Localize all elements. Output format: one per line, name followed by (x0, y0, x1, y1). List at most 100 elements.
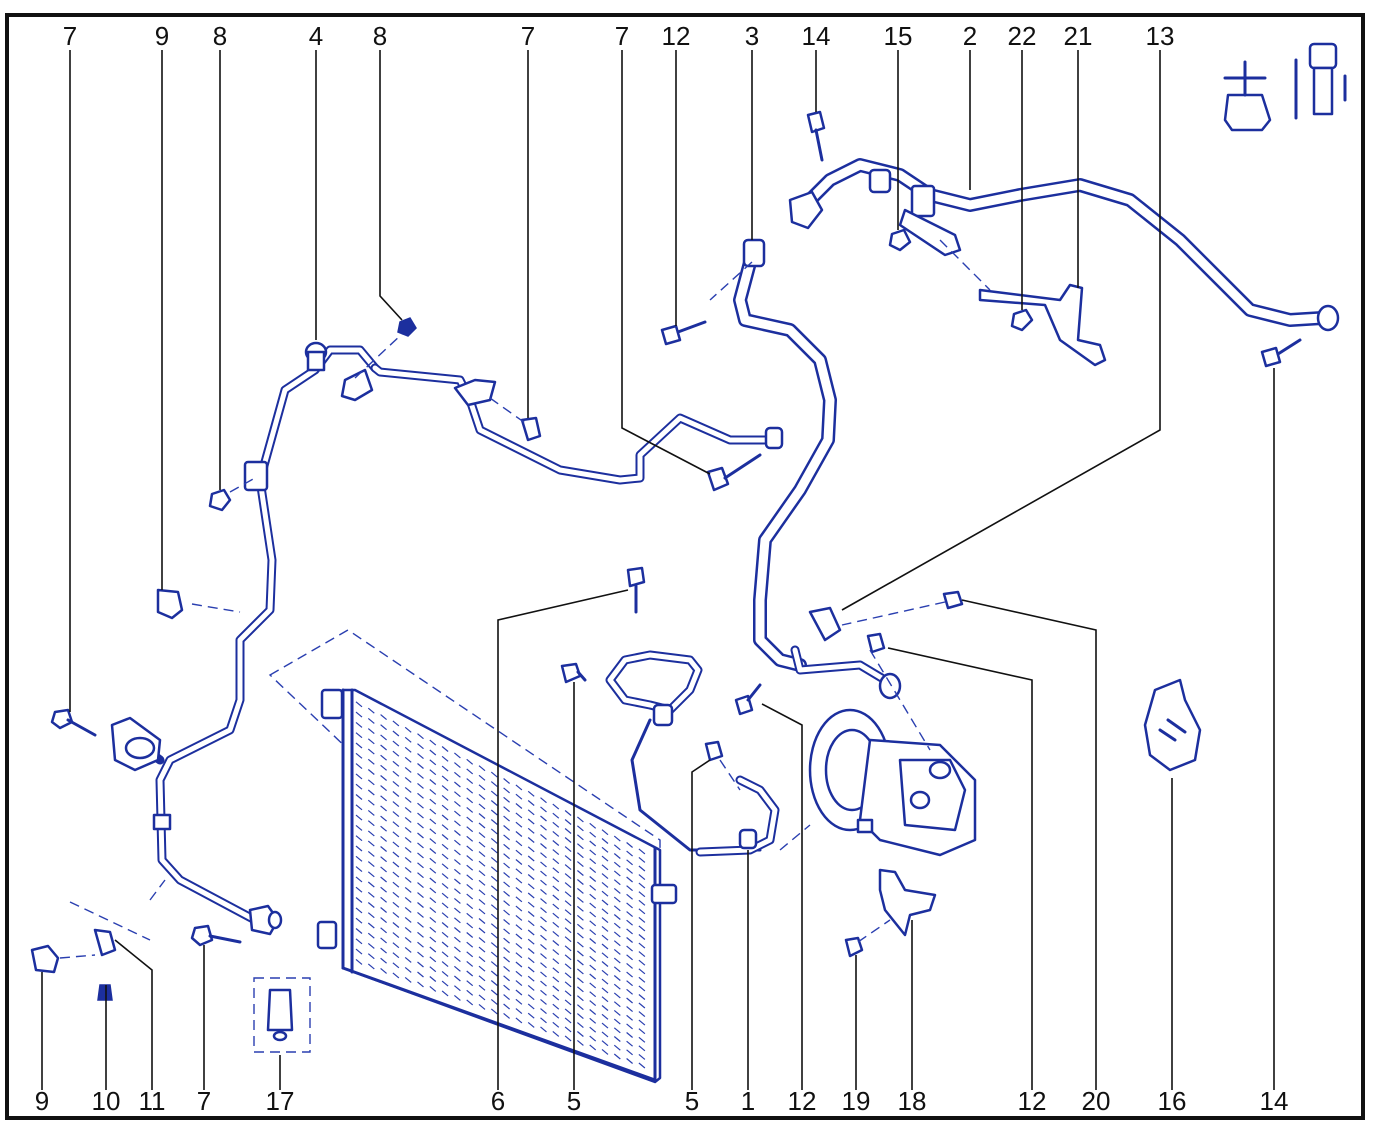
condenser-fin (466, 893, 474, 900)
condenser-fin (601, 899, 609, 906)
condenser-fin (589, 1026, 597, 1033)
condenser-fin (527, 901, 535, 908)
condenser-fin (478, 793, 486, 800)
callout-2: 2 (963, 21, 977, 51)
condenser-fin (540, 907, 547, 914)
condenser-fin (478, 1003, 486, 1010)
condenser-fin (417, 872, 424, 879)
condenser-fin (527, 800, 535, 806)
condenser-fin (367, 820, 375, 827)
condenser-fin (417, 971, 424, 978)
condenser-fin (367, 707, 375, 714)
condenser-fin (355, 845, 363, 852)
condenser-fin (564, 909, 572, 916)
callout-14: 14 (1260, 1086, 1289, 1116)
condenser-fin (564, 972, 572, 979)
condenser-fin (552, 976, 560, 983)
condenser-fin (417, 733, 424, 740)
condenser-fin (638, 985, 646, 992)
condenser-fin (626, 971, 633, 978)
condenser-fin (355, 773, 363, 780)
condenser-fin (355, 835, 363, 842)
condenser-fin (417, 812, 424, 819)
condenser-fin (613, 844, 621, 851)
condenser-fin (527, 948, 535, 954)
condenser-fin (429, 788, 437, 795)
condenser-fins (355, 701, 646, 1069)
condenser-fin (392, 901, 400, 908)
condenser-fin (417, 822, 424, 829)
condenser-fin (454, 936, 461, 943)
condenser-fin (503, 796, 510, 803)
condenser-fin (601, 987, 609, 994)
condenser-fin (441, 912, 449, 919)
condenser-fin (552, 849, 560, 856)
condenser-fin (392, 821, 400, 828)
condenser-fin (527, 790, 535, 797)
condenser-fin (441, 785, 449, 792)
condenser-fin (404, 786, 412, 793)
condenser-fin (552, 830, 560, 837)
condenser-fin (490, 771, 498, 778)
condenser-fin (441, 990, 449, 997)
condenser-fin (441, 746, 449, 752)
condenser-fin (613, 957, 621, 964)
condenser-fin (429, 887, 437, 894)
callout-4: 4 (309, 21, 323, 51)
condenser-fin (552, 858, 560, 865)
condenser-fin (380, 886, 387, 893)
condenser-fin (577, 825, 584, 832)
condenser-fin (527, 883, 535, 890)
condenser-fin (552, 994, 560, 1001)
condenser-fin (441, 941, 449, 948)
condenser-fin (626, 902, 633, 909)
condenser-fin (589, 876, 597, 882)
condenser-fin (552, 949, 560, 956)
condenser-fin (540, 989, 547, 996)
condenser-fin (429, 936, 437, 943)
condenser-fin (441, 970, 449, 977)
condenser-fin (454, 927, 461, 933)
condenser-fin (564, 810, 572, 816)
condenser-fin (392, 831, 400, 838)
condenser-fin (552, 821, 560, 828)
condenser-fin (429, 907, 437, 914)
condenser-fin (367, 922, 375, 929)
condenser-fin (589, 991, 597, 998)
condenser-fin (404, 866, 412, 873)
condenser-fin (454, 820, 461, 827)
condenser-fin (638, 1011, 646, 1018)
condenser-fin (601, 1031, 609, 1038)
condenser-fin (454, 965, 461, 972)
condenser-fin (490, 951, 498, 958)
condenser-fin (490, 970, 498, 977)
condenser-fin (380, 775, 387, 781)
condenser-fin (404, 936, 412, 943)
condenser-fin (515, 998, 523, 1005)
condenser-fin (503, 834, 510, 841)
condenser-fin (478, 822, 486, 829)
condenser-fin (589, 1000, 597, 1007)
condenser-fin (589, 1017, 597, 1024)
condenser-fin (490, 875, 498, 882)
condenser-fin (601, 1040, 609, 1047)
condenser-fin (527, 957, 535, 964)
condenser-fin (355, 763, 363, 770)
condenser-fin (613, 992, 621, 999)
condenser-fin (626, 988, 633, 995)
condenser-fin (478, 784, 486, 791)
condenser-fin (355, 701, 363, 708)
condenser-fin (577, 995, 584, 1002)
condenser-fin (564, 864, 572, 871)
condenser-fin (577, 968, 584, 975)
condenser-fin (429, 838, 437, 845)
condenser-fin (404, 826, 412, 833)
condenser-fin (478, 927, 486, 934)
condenser-fin (392, 841, 400, 848)
condenser-fin (503, 937, 510, 944)
condenser-fin (380, 937, 387, 944)
condenser-fin (490, 923, 498, 930)
condenser-fin (527, 1012, 535, 1019)
condenser-fin (355, 721, 363, 728)
condenser-fin (404, 876, 412, 883)
